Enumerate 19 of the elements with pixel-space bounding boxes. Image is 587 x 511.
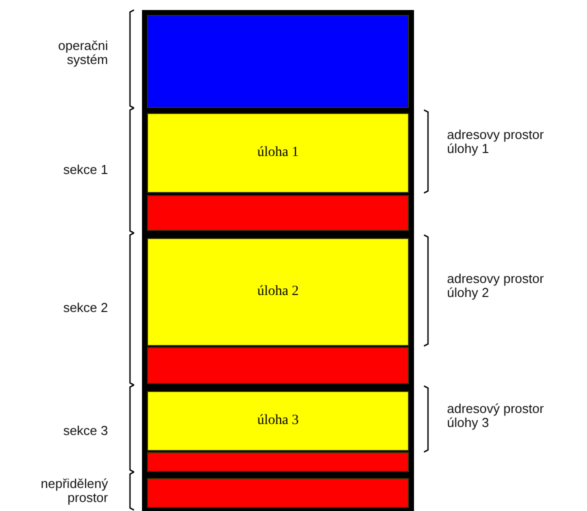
block-label: úloha 3 xyxy=(257,413,299,429)
memory-block xyxy=(147,452,409,472)
section-label: sekce 1 xyxy=(62,163,108,177)
memory-block xyxy=(147,15,409,108)
memory-block xyxy=(147,195,409,231)
task-block xyxy=(147,113,409,193)
section-label: adresový prostor úlohy 3 xyxy=(447,402,545,430)
section-label: nepřidělený prostor xyxy=(40,477,108,505)
memory-block xyxy=(147,478,409,508)
task-block xyxy=(147,391,409,451)
section-label: operačni systém xyxy=(57,39,108,67)
section-label: adresovy prostor úlohy 2 xyxy=(447,272,545,300)
block-label: úloha 1 xyxy=(257,145,299,161)
task-block xyxy=(147,238,409,346)
memory-block xyxy=(147,347,409,384)
section-label: sekce 2 xyxy=(62,301,108,315)
section-label: adresovy prostor úlohy 1 xyxy=(447,128,545,156)
section-label: sekce 3 xyxy=(62,424,108,438)
block-label: úloha 2 xyxy=(257,284,299,300)
